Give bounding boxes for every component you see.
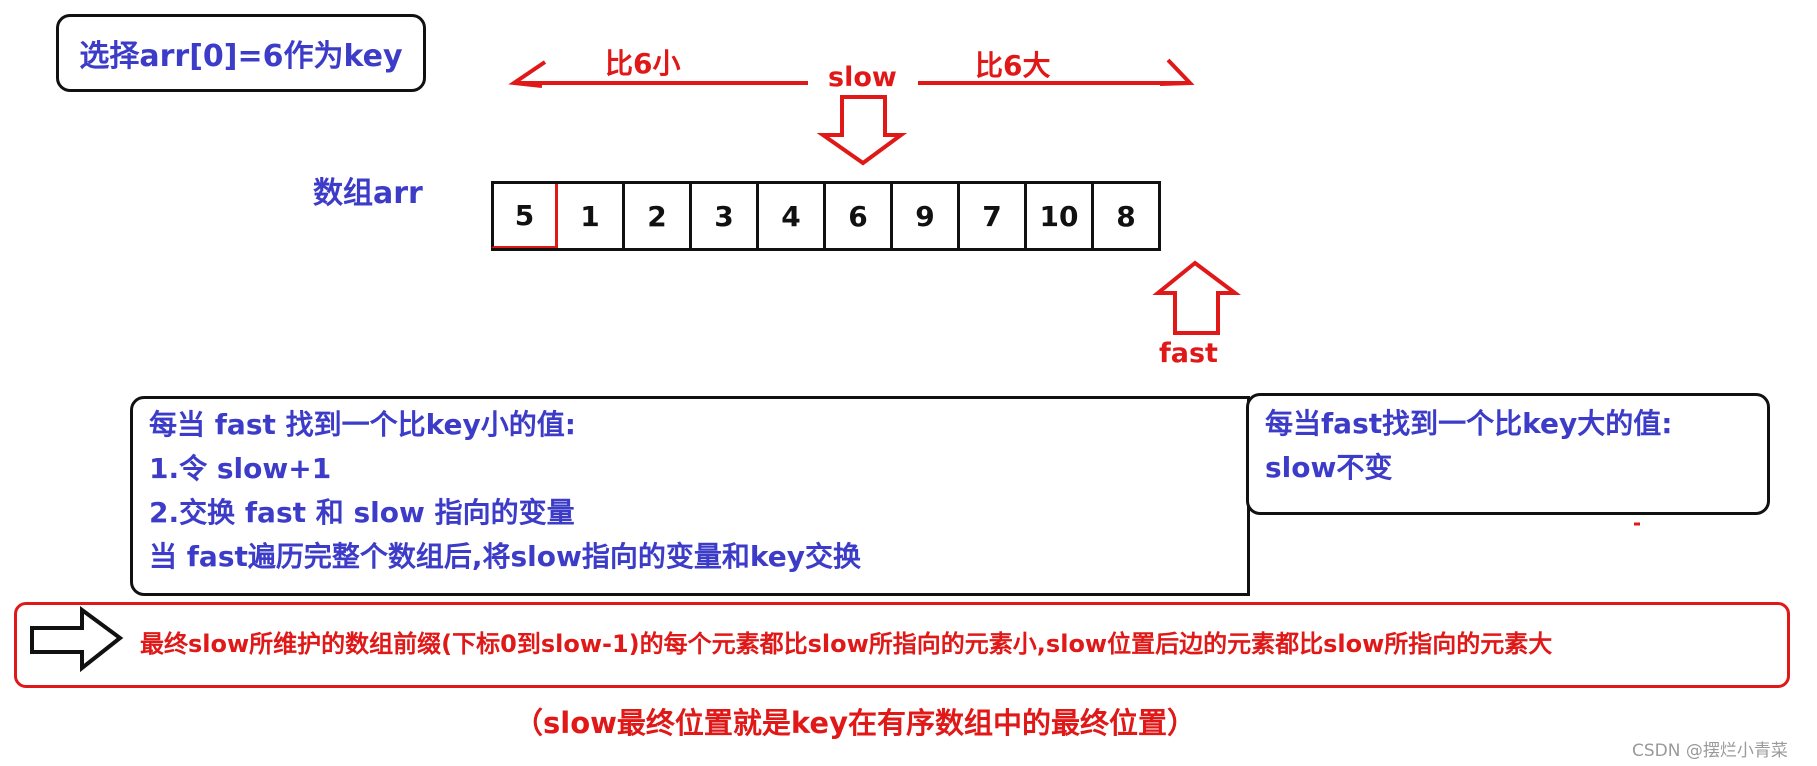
conclusion-box [14, 602, 1790, 688]
array-cell: 1 [558, 184, 625, 248]
footnote: （slow最终位置就是key在有序数组中的最终位置） [514, 706, 1196, 740]
array-cell: 4 [759, 184, 826, 248]
rule-larger-title: 每当fast找到一个比key大的值: [1265, 407, 1673, 440]
right-range-arrow [918, 58, 1195, 86]
conclusion-text: 最终slow所维护的数组前缀(下标0到slow-1)的每个元素都比slow所指向… [140, 630, 1553, 658]
array-cell: 7 [960, 184, 1027, 248]
array-cell-key: 5 [491, 184, 558, 248]
array: 5 1 2 3 4 6 9 7 10 8 [491, 181, 1161, 251]
left-range-arrow [508, 60, 808, 88]
array-cell: 10 [1027, 184, 1094, 248]
slow-label: slow [828, 62, 897, 93]
rule-smaller-step2: 2.交换 fast 和 slow 指向的变量 [149, 496, 575, 529]
array-label: 数组arr [313, 176, 423, 211]
watermark: CSDN @摆烂小青菜 [1632, 741, 1788, 761]
rule-box-smaller: 每当 fast 找到一个比key小的值: 1.令 slow+1 2.交换 fas… [130, 396, 1250, 596]
rule-smaller-title: 每当 fast 找到一个比key小的值: [149, 408, 576, 441]
array-cell: 3 [692, 184, 759, 248]
slow-down-arrow-icon [816, 95, 908, 166]
fast-up-arrow-icon [1152, 260, 1241, 335]
array-cell: 9 [893, 184, 960, 248]
array-cell: 6 [826, 184, 893, 248]
right-range-label: 比6大 [975, 49, 1051, 82]
array-cell: 8 [1094, 184, 1161, 248]
key-choice-text: 选择arr[0]=6作为key [79, 39, 403, 74]
fast-label: fast [1159, 338, 1218, 369]
left-range-label: 比6小 [605, 47, 681, 80]
rule-box-larger: 每当fast找到一个比key大的值: slow不变 [1246, 393, 1770, 515]
rule-smaller-final: 当 fast遍历完整个数组后,将slow指向的变量和key交换 [149, 540, 861, 573]
rule-smaller-step1: 1.令 slow+1 [149, 452, 332, 485]
conclusion-arrow-icon [30, 606, 124, 673]
rule-larger-step: slow不变 [1265, 451, 1393, 484]
array-cell: 2 [625, 184, 692, 248]
key-choice-box: 选择arr[0]=6作为key [56, 14, 426, 92]
